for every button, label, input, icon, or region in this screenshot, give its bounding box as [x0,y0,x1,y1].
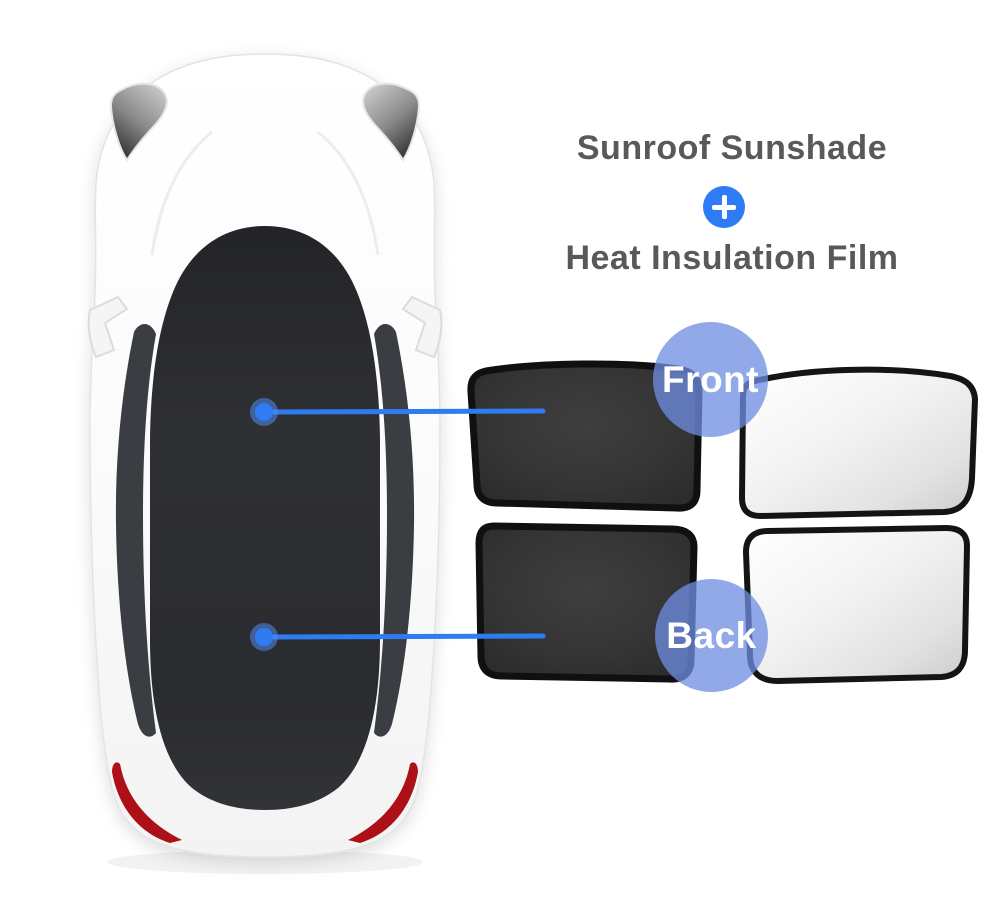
mirror-right [401,295,443,359]
mirror-left [87,295,129,359]
front-label: Front [661,358,760,400]
back-sunshade-black-panel [475,522,698,683]
heading-line-2: Heat Insulation Film [565,239,899,277]
back-label: Back [666,614,757,656]
callout-dot-back [255,628,273,646]
callout-front [250,398,546,426]
headlight-left-icon [109,82,168,162]
side-window-right [374,324,415,737]
car-ground-shadow [107,850,423,874]
sunshade-panels [467,360,978,684]
heading-line-1: Sunroof Sunshade [576,129,888,167]
car-top-view [87,53,443,874]
back-label-badge: Back [655,579,768,692]
front-sunshade-silver-panel [739,366,978,519]
callout-line-back [263,633,546,640]
tail-accent-left [112,762,182,843]
hood-crease-left [150,130,213,256]
tail-accent-right [348,762,418,843]
plus-icon [703,186,745,228]
heading-block: Sunroof Sunshade Heat Insulation Film [520,129,944,300]
callout-dot-front [255,403,273,421]
glass-roof [150,226,380,810]
side-window-left [115,324,156,737]
front-sunshade-black-panel [467,360,703,512]
hood-crease-right [317,130,380,256]
back-sunshade-silver-panel [743,525,970,684]
front-label-badge: Front [653,322,768,437]
callout-line-front [263,408,546,415]
callout-back [250,623,546,651]
headlight-right-icon [362,82,421,162]
